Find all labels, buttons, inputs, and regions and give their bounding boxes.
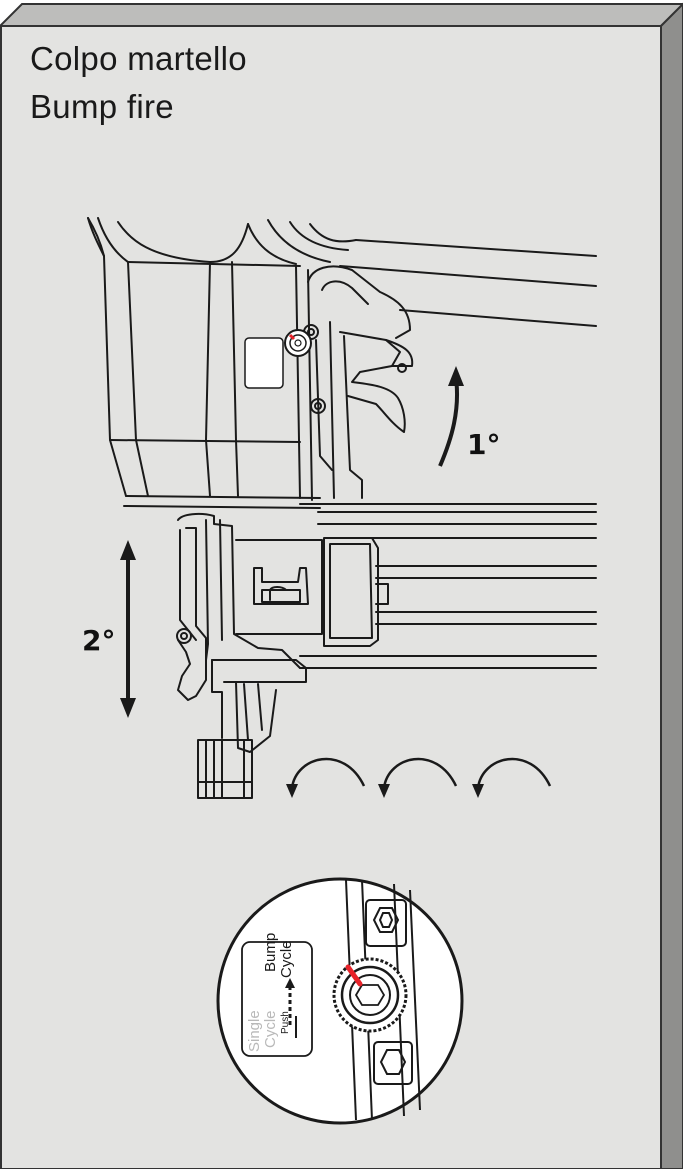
label-push: Push: [280, 1011, 291, 1034]
panel-right-bevel: [660, 2, 683, 1169]
step-2-label: 2°: [82, 624, 116, 657]
curved-rotate-arrow-icon: [290, 757, 552, 789]
selector-label: Bump Cycle Push Single Cycle: [242, 933, 312, 1056]
label-single: Single: [246, 1010, 263, 1052]
title-italian: Colpo martello: [30, 40, 247, 77]
label-bump: Bump: [262, 932, 279, 972]
title-english: Bump fire: [30, 88, 174, 125]
label-cycle-single: Cycle: [262, 1010, 279, 1048]
body-selector: [244, 329, 312, 389]
up-down-arrow-icon: [438, 366, 464, 467]
up-down-arrow-icon: [120, 540, 136, 718]
panel-top-bevel: [0, 3, 683, 27]
label-cycle-bump: Cycle: [278, 940, 295, 978]
step-1-label: 1°: [467, 428, 501, 461]
zoom-detail: [216, 877, 464, 1125]
nailer-drawing: [87, 217, 597, 799]
